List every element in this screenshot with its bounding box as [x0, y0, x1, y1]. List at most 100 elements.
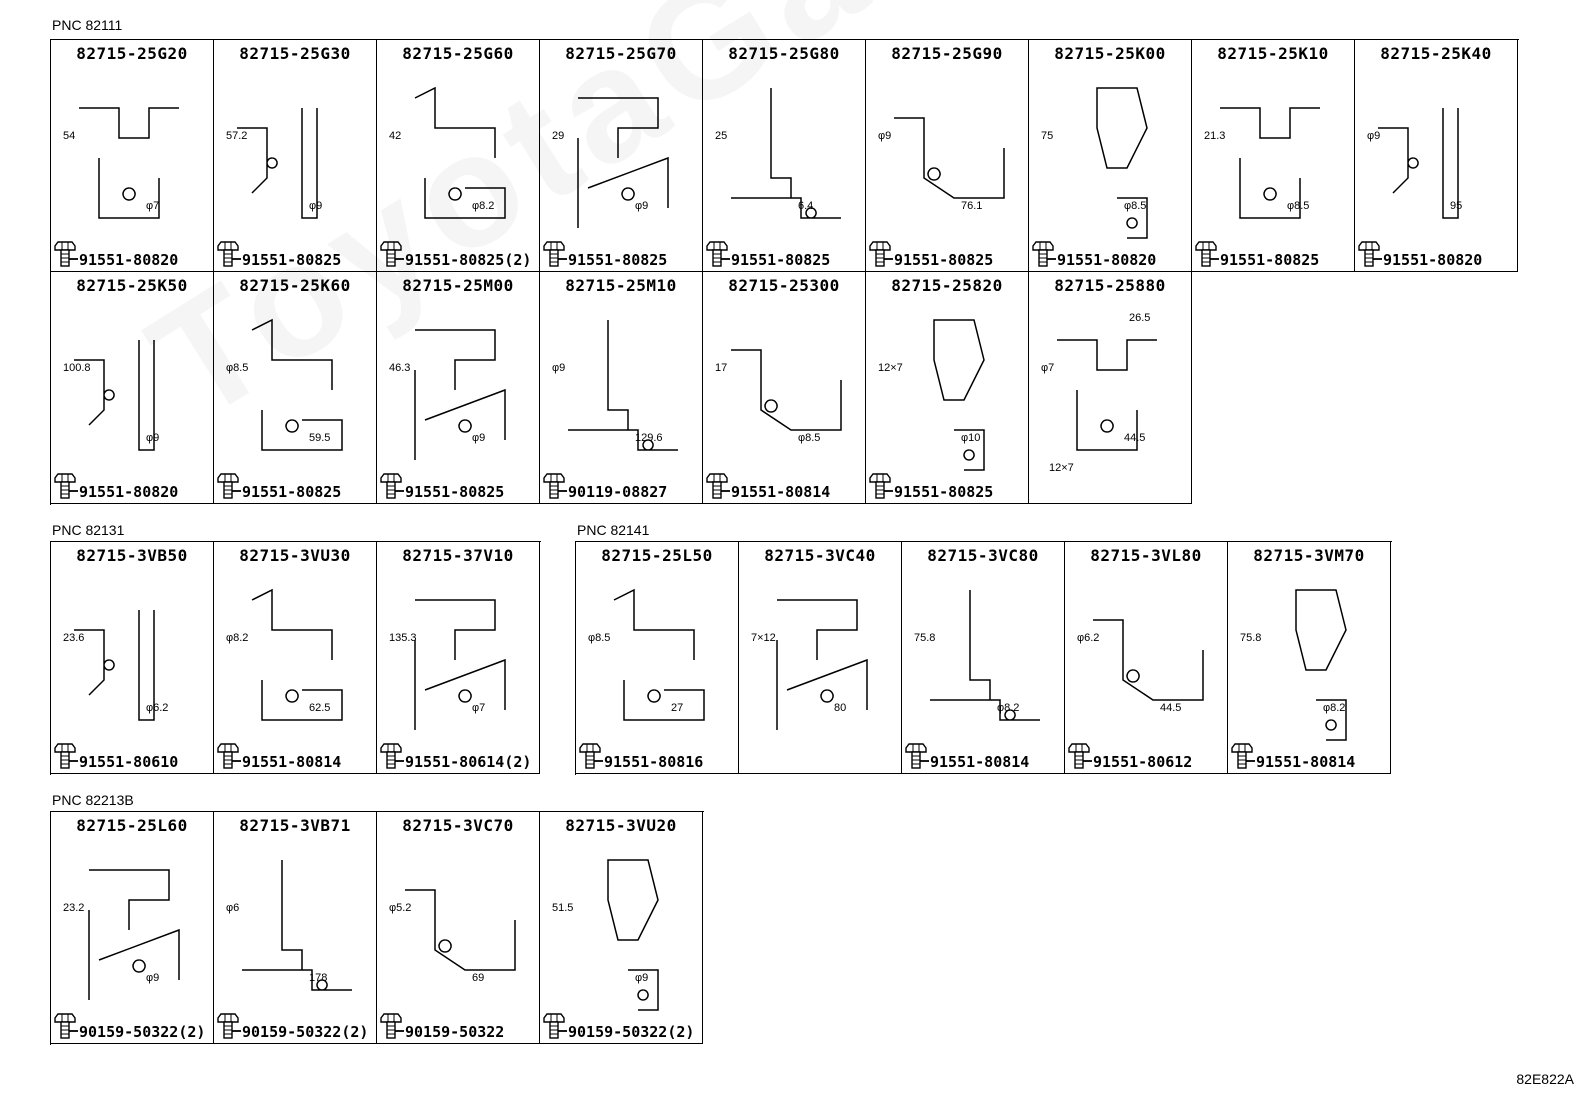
dimension-label: 42 [389, 130, 402, 142]
part-number: 82715-25G30 [239, 44, 351, 63]
dimension-label: 57.2 [226, 130, 248, 142]
part-number: 82715-3VC40 [764, 546, 876, 565]
bolt-part-number: 90159-50322 [405, 1023, 505, 1041]
dimension-label: φ6.2 [146, 702, 169, 714]
bracket-drawing [731, 88, 841, 219]
part-number: 82715-3VB71 [239, 816, 351, 835]
dimension-label: 6.4 [798, 200, 814, 212]
part-number: 82715-25K10 [1217, 44, 1329, 63]
bracket-drawing [251, 318, 343, 451]
dimension-label: φ9 [635, 200, 649, 212]
bolt-icon [869, 241, 893, 267]
bolt-part-number: 91551-80825 [894, 251, 994, 269]
bolt-icon [1032, 241, 1056, 267]
dimension-label: 69 [472, 972, 485, 984]
bolt-part-number: 90159-50322(2) [568, 1023, 695, 1041]
bolt-part-number: 91551-80825(2) [405, 251, 532, 269]
bolt-icon [1231, 743, 1255, 769]
dimension-label: 76.1 [961, 200, 983, 212]
bracket-drawing [414, 86, 506, 219]
bolt-part-number: 91551-80820 [79, 483, 179, 501]
part-number: 82715-3VU20 [565, 816, 677, 835]
dimension-label: 80 [834, 702, 847, 714]
part-number: 82715-25820 [891, 276, 1003, 295]
bolt-part-number: 91551-80825 [894, 483, 994, 501]
bolt-part-number: 91551-80825 [242, 251, 342, 269]
bolt-part-number: 91551-80825 [568, 251, 668, 269]
bracket-drawing [242, 860, 352, 991]
part-number: 82715-25G70 [565, 44, 677, 63]
dimension-label: φ8.2 [226, 632, 249, 644]
bolt-icon [706, 473, 730, 499]
part-number: 82715-25G80 [728, 44, 840, 63]
bolt-icon [380, 743, 404, 769]
pnc-label: PNC 82131 [52, 522, 125, 538]
bolt-icon [54, 473, 78, 499]
bolt-icon [380, 1013, 404, 1039]
bolt-part-number: 91551-80814 [1256, 753, 1356, 771]
dimension-label: φ8.5 [1124, 200, 1147, 212]
dimension-label: 27 [671, 702, 684, 714]
dimension-label: φ8.5 [588, 632, 611, 644]
pnc-label: PNC 82141 [577, 522, 650, 538]
bolt-icon [543, 473, 567, 499]
dimension-label: φ8.5 [226, 362, 249, 374]
bolt-icon [579, 743, 603, 769]
bracket-drawing [405, 889, 516, 971]
bolt-part-number: 91551-80820 [1057, 251, 1157, 269]
part-number: 82715-3VC70 [402, 816, 514, 835]
dimension-label: 51.5 [552, 902, 574, 914]
dimension-label: φ9 [472, 432, 486, 444]
bolt-icon [706, 241, 730, 267]
dimension-label: 23.2 [63, 902, 85, 914]
part-number: 82715-25K00 [1054, 44, 1166, 63]
dimension-label: 59.5 [309, 432, 331, 444]
part-number: 82715-25K50 [76, 276, 188, 295]
dimension-label: 46.3 [389, 362, 411, 374]
dimension-label: 135.3 [389, 632, 417, 644]
dimension-label: φ8.2 [997, 702, 1020, 714]
bolt-part-number: 91551-80814 [242, 753, 342, 771]
part-number: 82715-37V10 [402, 546, 514, 565]
part-number: 82715-25M10 [565, 276, 677, 295]
part-number: 82715-3VB50 [76, 546, 188, 565]
part-number: 82715-25L50 [601, 546, 713, 565]
bolt-icon [217, 1013, 241, 1039]
dimension-label: 17 [715, 362, 728, 374]
bracket-drawing [237, 108, 318, 219]
dimension-label: 75.8 [1240, 632, 1262, 644]
part-number: 82715-25L60 [76, 816, 188, 835]
bracket-drawing [74, 610, 155, 721]
bolt-icon [543, 241, 567, 267]
part-number: 82715-25K60 [239, 276, 351, 295]
